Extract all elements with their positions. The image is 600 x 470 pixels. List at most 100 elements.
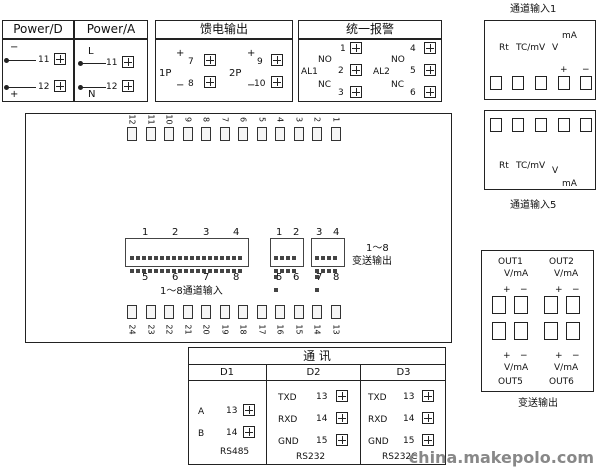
alarm-terminal-3[interactable] (350, 86, 362, 98)
alarm-no-1: NO (318, 55, 332, 65)
feed-terminal-9[interactable] (271, 54, 283, 66)
power-d-title: Power/D (13, 22, 63, 36)
comm-d2: D2 (306, 367, 321, 378)
d2-terminal-13[interactable] (336, 390, 348, 402)
ch1-v: V (552, 43, 559, 53)
out1-vma-top: V/mA (504, 269, 529, 279)
bottom-pin-22[interactable] (164, 305, 174, 319)
bottom-pin-label: 23 (146, 324, 155, 335)
ch1-plus: + (560, 65, 568, 75)
dip-switch-bank-right-a[interactable] (270, 238, 304, 292)
bottom-pin-20[interactable] (201, 305, 211, 319)
bottom-pin-24[interactable] (127, 305, 137, 319)
bottom-pin-17[interactable] (256, 305, 267, 319)
out2-vma-top: V/mA (554, 269, 579, 279)
watermark: china.makepolo.com (408, 448, 594, 467)
power-d-terminal-11[interactable] (54, 53, 66, 65)
dip-r-label-bot-6: 6 (293, 272, 300, 283)
power-d-terminal-12[interactable] (54, 80, 66, 92)
bottom-pin-label: 17 (257, 324, 266, 335)
comm-title: 通 讯 (303, 349, 331, 363)
d3-terminal-15[interactable] (422, 434, 434, 446)
power-a-dot-2 (78, 85, 83, 90)
feed-1p-label: 1P (159, 68, 172, 79)
feed-2p-label: 2P (229, 68, 242, 79)
bottom-pin-16[interactable] (275, 305, 285, 319)
dip-label-bot-5: 5 (142, 272, 149, 283)
top-pin-1[interactable] (330, 127, 341, 141)
power-divider (73, 20, 75, 102)
top-pin-7[interactable] (219, 127, 230, 141)
top-pin-11[interactable] (145, 127, 156, 141)
top-pin-label: 6 (238, 116, 248, 123)
out5-label: OUT5 (498, 377, 523, 387)
output-label: 变送输出 (352, 256, 392, 267)
out1-plus: + (503, 285, 511, 295)
comm-divider-1 (266, 364, 267, 465)
bottom-pin-label: 16 (275, 324, 285, 335)
power-a-l: L (88, 46, 94, 57)
top-pin-10[interactable] (164, 127, 174, 141)
dip-switch-bank-right-b[interactable] (311, 238, 345, 292)
out2-minus: − (572, 285, 580, 295)
top-pin-12[interactable] (127, 127, 137, 141)
out1-minus: − (520, 285, 528, 295)
d1-terminal-14[interactable] (243, 426, 255, 438)
bottom-pin-label: 24 (127, 324, 137, 335)
top-pin-4[interactable] (275, 127, 285, 141)
channel-input-label: 1～8通道输入 (160, 286, 223, 297)
dip-r-label-bot-8: 8 (333, 272, 340, 283)
bottom-pin-21[interactable] (182, 305, 193, 319)
top-pin-2[interactable] (312, 127, 322, 141)
feed-t10: 10 (254, 79, 266, 89)
bottom-pin-13[interactable] (330, 305, 341, 319)
ch5-tcmv: TC/mV (516, 161, 546, 171)
bottom-pin-14[interactable] (312, 305, 322, 319)
out5-plus: + (503, 351, 511, 361)
bottom-pin-23[interactable] (145, 305, 156, 319)
d2-terminal-14[interactable] (336, 412, 348, 424)
out5-vma-bottom: V/mA (504, 363, 529, 373)
out2-plus: + (555, 285, 563, 295)
power-a-terminal-11[interactable] (122, 56, 134, 68)
d2-protocol: RS232 (296, 452, 326, 462)
ch5-v: V (552, 166, 559, 176)
dip-label-bot-8: 8 (233, 272, 240, 283)
alarm-terminal-1[interactable] (350, 42, 362, 54)
d1-terminal-13[interactable] (243, 404, 255, 416)
dip-r-label-bot-7: 7 (316, 272, 323, 283)
d3-txd: TXD (368, 393, 387, 403)
alarm-terminal-6[interactable] (424, 86, 436, 98)
bottom-pin-18[interactable] (238, 305, 248, 319)
d2-terminal-15[interactable] (336, 434, 348, 446)
d3-terminal-13[interactable] (422, 390, 434, 402)
bottom-pin-15[interactable] (293, 305, 304, 319)
alarm-terminal-2[interactable] (350, 64, 362, 76)
power-d-minus: − (10, 42, 19, 53)
feed-terminal-10[interactable] (271, 76, 283, 88)
power-a-wire-1 (80, 63, 106, 64)
power-a-wire-2 (80, 87, 106, 88)
comm-d3: D3 (396, 367, 411, 378)
feed-t8: 8 (188, 79, 194, 89)
dip-switch-bank-left[interactable] (125, 238, 249, 273)
top-pin-9[interactable] (182, 127, 193, 141)
feed-terminal-7[interactable] (204, 54, 216, 66)
top-pin-6[interactable] (238, 127, 248, 141)
alarm-terminal-5[interactable] (424, 64, 436, 76)
alarm-terminal-4[interactable] (424, 42, 436, 54)
bottom-pin-19[interactable] (219, 305, 230, 319)
top-pin-label: 4 (275, 116, 285, 123)
power-header-line (2, 38, 148, 40)
d3-terminal-14[interactable] (422, 412, 434, 424)
top-pin-8[interactable] (201, 127, 211, 141)
top-pin-3[interactable] (293, 127, 304, 141)
power-a-terminal-12[interactable] (122, 80, 134, 92)
dip-label-bot-7: 7 (203, 272, 210, 283)
alarm-t1: 1 (340, 44, 346, 54)
top-pin-5[interactable] (256, 127, 267, 141)
d1-b: B (198, 429, 205, 439)
feed-terminal-8[interactable] (204, 76, 216, 88)
d2-t14: 14 (316, 414, 328, 424)
